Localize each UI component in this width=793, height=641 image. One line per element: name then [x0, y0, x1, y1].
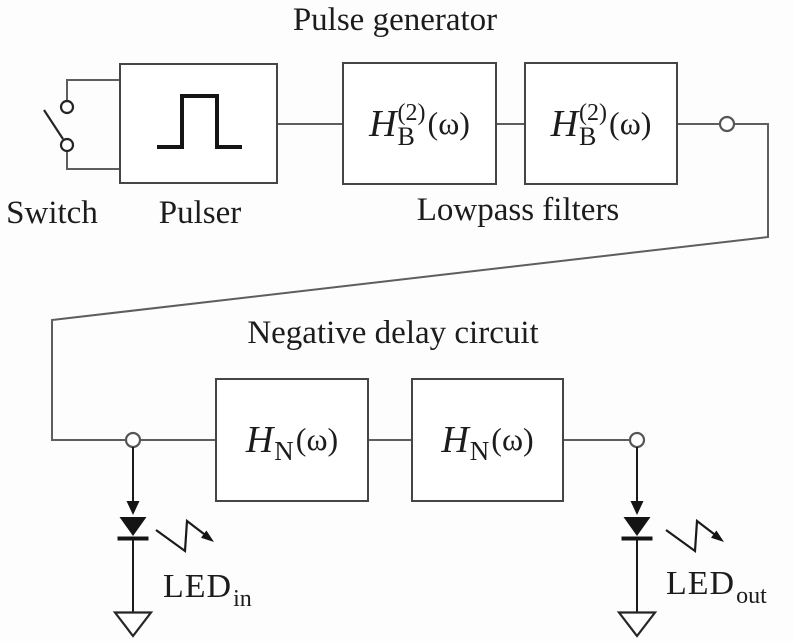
pulser-box — [119, 63, 278, 184]
led-in-light-emission-arrow-icon — [155, 518, 214, 554]
led-out-emission-arrowhead — [711, 530, 724, 542]
led-in-label-base: LED — [163, 568, 233, 605]
led-out-light-emission-arrow-icon — [665, 518, 724, 554]
led-out-ground-icon — [616, 611, 658, 638]
switch-lever — [43, 109, 64, 140]
lowpass-filter-1-label: H(2)B(ω) — [343, 63, 496, 184]
lowpass-filter-box-1 — [342, 62, 497, 185]
led-in-label: LEDin — [163, 568, 252, 612]
delay2-symbol: H — [441, 419, 469, 461]
filter2-argument: (ω) — [609, 104, 652, 141]
delay1-symbol: H — [245, 419, 274, 461]
led-out-label-base: LED — [666, 565, 736, 602]
led-in-diode-icon — [119, 517, 147, 536]
filter2-superscript: (2) — [579, 100, 608, 126]
led-in-emission-arrowhead — [201, 530, 214, 542]
filter1-subscript: B — [397, 122, 415, 151]
switch-label: Switch — [6, 195, 98, 231]
led-out-branch — [616, 447, 724, 638]
pulse-generator-title: Pulse generator — [292, 2, 498, 38]
led-in-current-arrowhead — [126, 501, 140, 515]
lowpass-filter-2-label: H(2)B(ω) — [525, 63, 677, 184]
led-out-emission-zigzag — [665, 518, 715, 554]
filter1-superscript: (2) — [397, 100, 426, 126]
led-out-diode-icon — [623, 517, 651, 536]
delay2-argument: (ω) — [491, 421, 534, 457]
filter1-symbol: H — [369, 102, 397, 145]
terminal-node-delay-input — [124, 431, 142, 449]
led-in-ground-icon — [112, 611, 154, 638]
switch-terminal-bottom — [59, 137, 75, 153]
delay2-subscript: N — [469, 435, 490, 466]
filter2-supsub: (2)B — [579, 101, 607, 150]
delay1-subscript: N — [274, 435, 294, 466]
terminal-node-generator-output — [718, 115, 736, 133]
lowpass-filter-box-2 — [524, 62, 678, 185]
filter1-supsub: (2)B — [398, 101, 426, 150]
led-out-current-arrowhead — [630, 501, 644, 515]
led-in-emission-zigzag — [155, 518, 205, 554]
wire-switch-top — [66, 79, 120, 101]
pulse-waveform-icon — [157, 94, 242, 149]
negative-delay-box-2 — [411, 378, 564, 502]
switch-terminal-top — [59, 99, 75, 115]
wire-switch-bottom — [66, 151, 120, 170]
lowpass-filters-label: Lowpass filters — [416, 192, 620, 228]
negative-delay-title: Negative delay circuit — [247, 315, 539, 351]
terminal-node-delay-output — [628, 431, 646, 449]
filter1-argument: (ω) — [427, 104, 470, 141]
delay1-argument: (ω) — [295, 421, 339, 457]
filter2-symbol: H — [550, 102, 579, 145]
led-out-label-subscript: out — [736, 583, 767, 609]
negative-delay-box-1 — [215, 378, 369, 502]
led-out-label: LEDout — [666, 565, 767, 609]
wires — [51, 79, 769, 441]
led-in-label-subscript: in — [233, 586, 252, 612]
pulser-label: Pulser — [158, 195, 242, 231]
filter2-subscript: B — [579, 122, 597, 151]
switch-icon — [43, 99, 75, 153]
led-in-branch — [112, 447, 214, 638]
wire-feed-to-delay — [51, 123, 769, 441]
